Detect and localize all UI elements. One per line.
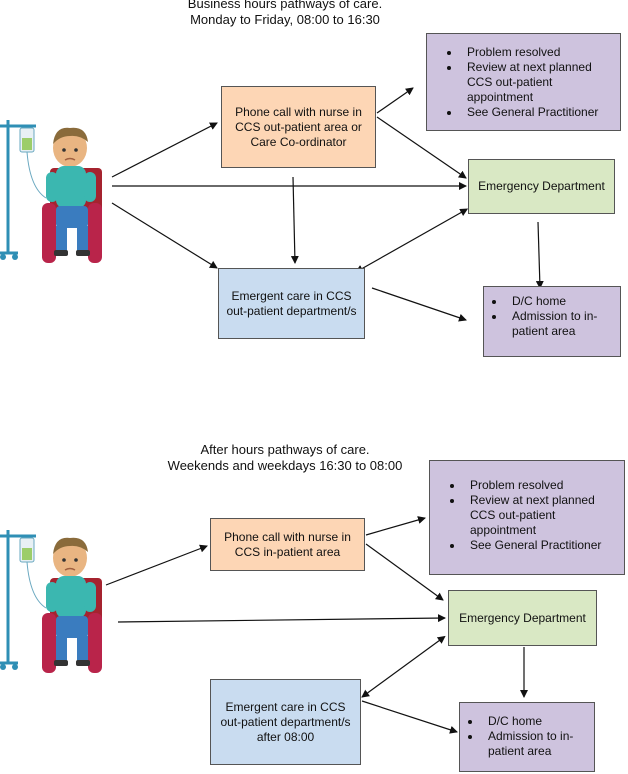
arrow-ed-to-discharge [535, 221, 544, 289]
after-hours-title: After hours pathways of care. Weekends a… [150, 442, 420, 474]
arrow-phone-to-outcomes-after [365, 516, 426, 536]
patient-wheelchair-iv-icon [0, 530, 102, 673]
emergent-care-box-after: Emergent care in CCS out-patient departm… [210, 679, 361, 765]
discharge-list-after: D/C home Admission to in-patient area [466, 714, 588, 759]
phone-call-box-after: Phone call with nurse in CCS in-patient … [210, 518, 365, 571]
emergency-department-label: Emergency Department [478, 179, 605, 193]
phone-call-box: Phone call with nurse in CCS out-patient… [221, 86, 376, 168]
arrow-phone-to-outcomes [376, 87, 414, 114]
emergent-care-label: Emergent care in CCS out-patient departm… [226, 288, 357, 318]
business-title-line2: Monday to Friday, 08:00 to 16:30 [190, 12, 380, 27]
arrow-ed-emergent-bidirectional-after [361, 635, 446, 698]
discharge-box: D/C home Admission to in-patient area [483, 286, 621, 357]
business-title: Business hours pathways of care. Monday … [150, 0, 420, 28]
outcome-item: See General Practitioner [461, 105, 614, 120]
business-title-line1: Business hours pathways of care. [187, 0, 383, 11]
after-hours-title-line2: Weekends and weekdays 16:30 to 08:00 [167, 458, 403, 473]
arrow-patient-to-emergent [111, 202, 218, 269]
discharge-item: D/C home [506, 294, 614, 309]
phone-call-label-after: Phone call with nurse in CCS in-patient … [224, 529, 351, 559]
patient-wheelchair-iv-icon [0, 120, 102, 263]
outcome-item: Review at next planned CCS out-patient a… [464, 493, 618, 538]
discharge-box-after: D/C home Admission to in-patient area [459, 702, 595, 772]
outcomes-box-after: Problem resolved Review at next planned … [429, 460, 625, 575]
outcome-item: Review at next planned CCS out-patient a… [461, 60, 614, 105]
discharge-item: Admission to in-patient area [482, 729, 588, 759]
emergent-care-label-after: Emergent care in CCS out-patient departm… [220, 699, 351, 744]
outcome-item: Problem resolved [464, 478, 618, 493]
emergent-care-box: Emergent care in CCS out-patient departm… [218, 268, 365, 339]
arrow-patient-to-phone-after [105, 544, 208, 586]
outcomes-box: Problem resolved Review at next planned … [426, 33, 621, 131]
arrow-patient-to-ed-after [117, 614, 446, 623]
emergency-department-box: Emergency Department [468, 159, 615, 214]
discharge-item: D/C home [482, 714, 588, 729]
discharge-item: Admission to in-patient area [506, 309, 614, 339]
outcomes-list: Problem resolved Review at next planned … [433, 45, 614, 120]
arrow-emergent-to-discharge [371, 287, 467, 322]
arrow-patient-to-phone [111, 122, 218, 178]
outcome-item: Problem resolved [461, 45, 614, 60]
outcome-item: See General Practitioner [464, 538, 618, 553]
discharge-list: D/C home Admission to in-patient area [490, 294, 614, 339]
emergency-department-box-after: Emergency Department [448, 590, 597, 646]
arrow-phone-to-emergent [290, 176, 299, 264]
after-hours-title-line1: After hours pathways of care. [200, 442, 370, 457]
arrow-emergent-to-discharge-after [361, 700, 458, 734]
emergency-department-label-after: Emergency Department [459, 610, 586, 625]
arrow-phone-to-ed [376, 116, 467, 179]
arrow-ed-emergent-bidirectional [355, 208, 469, 273]
phone-call-label: Phone call with nurse in CCS out-patient… [235, 104, 362, 149]
outcomes-list-after: Problem resolved Review at next planned … [436, 478, 618, 553]
arrow-phone-to-ed-after [365, 543, 444, 601]
